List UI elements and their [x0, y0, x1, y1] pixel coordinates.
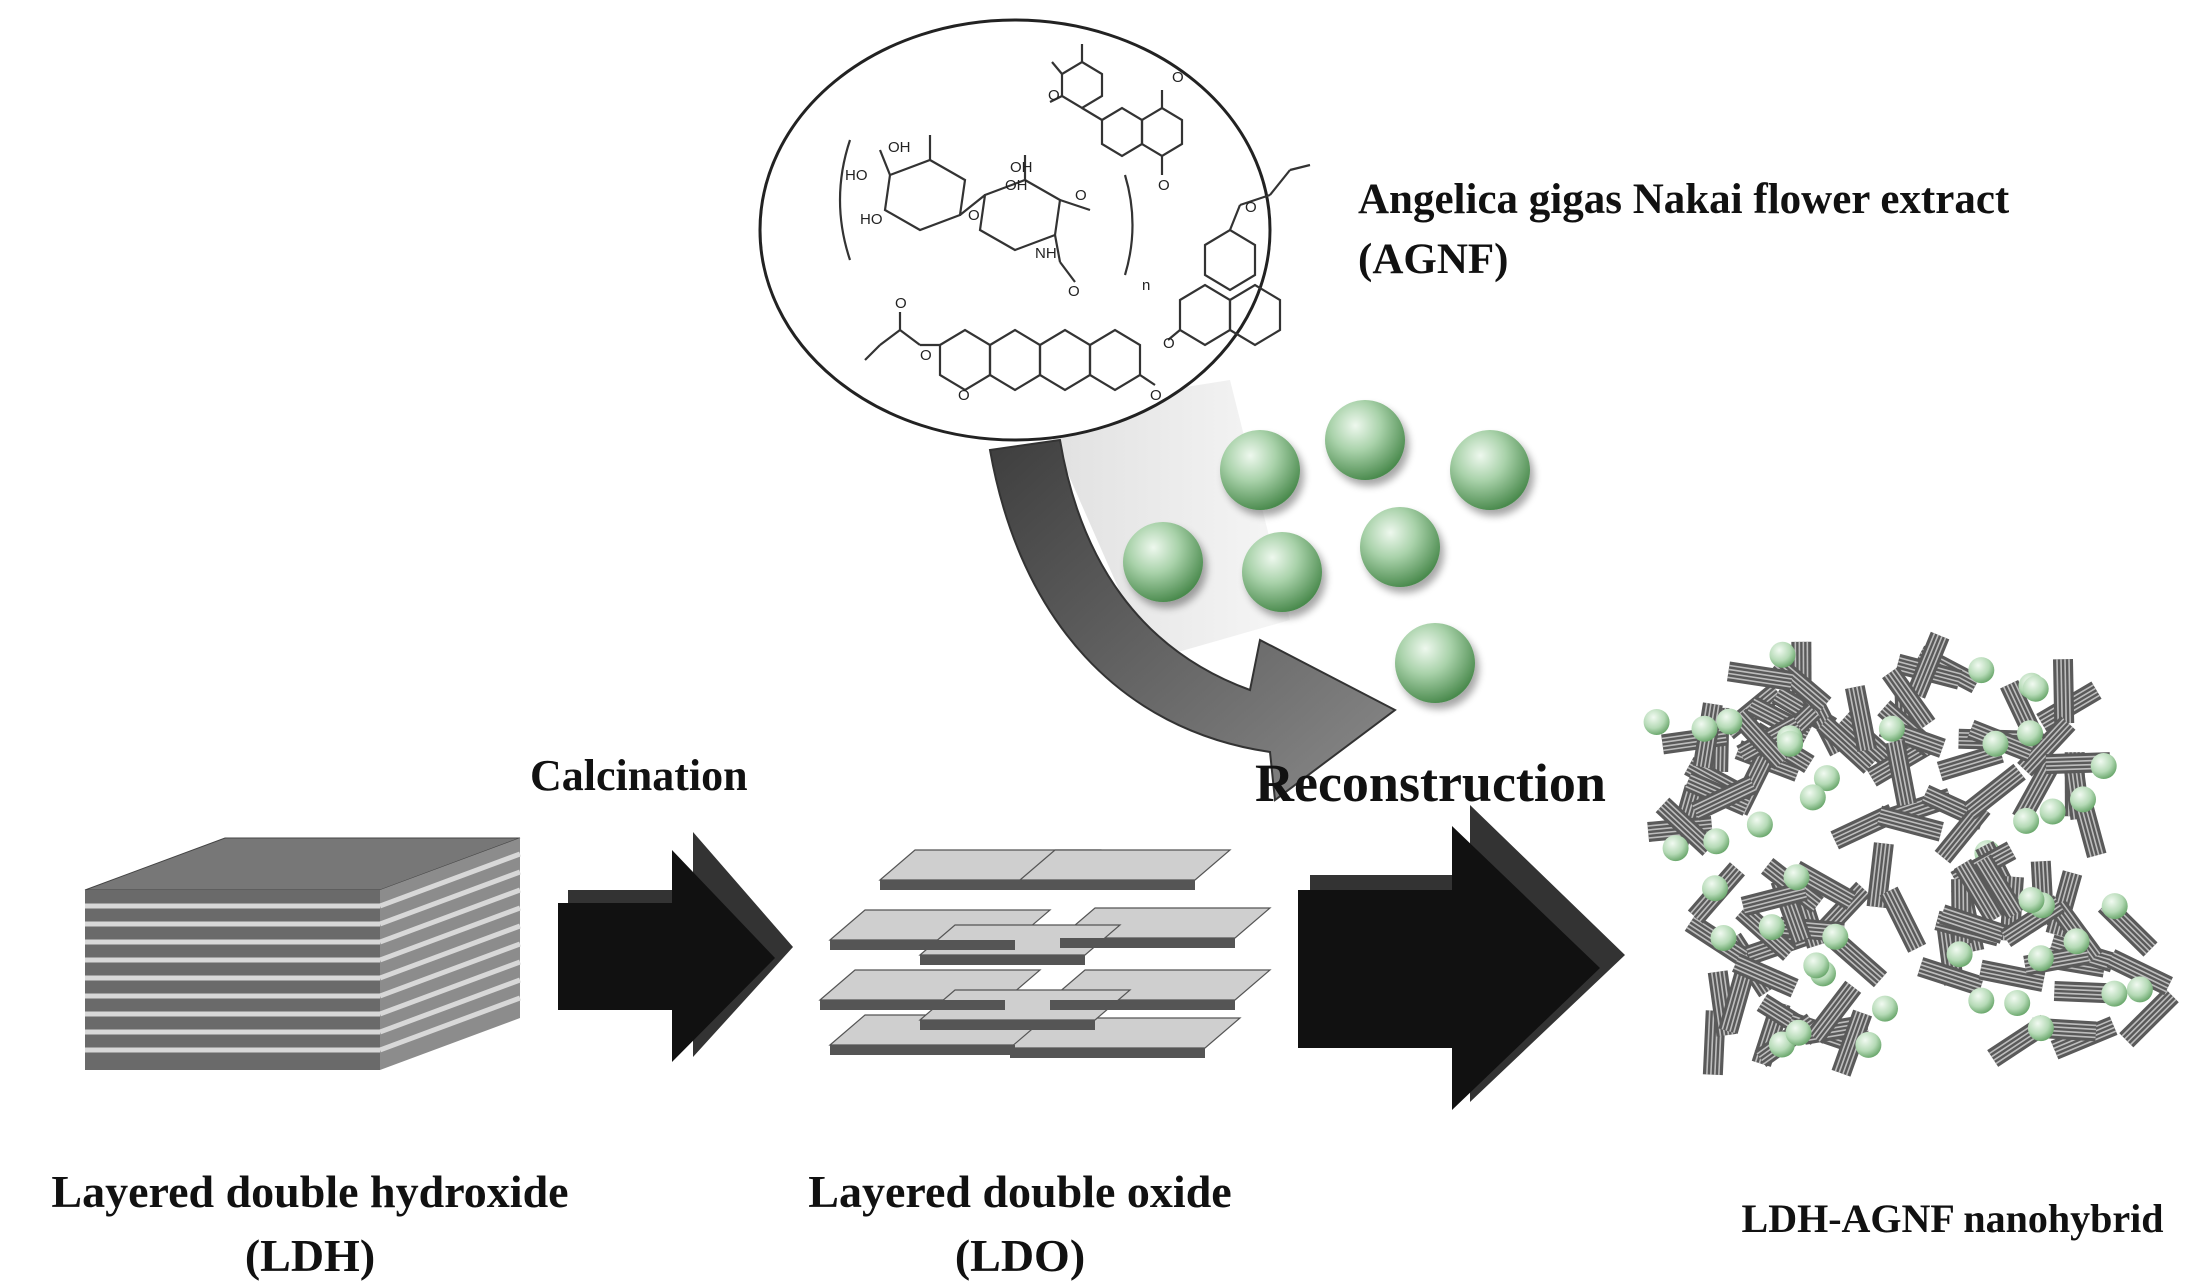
agnf-small-sphere — [2019, 887, 2045, 913]
agnf-sphere — [1450, 430, 1530, 510]
ldh-stack — [85, 838, 520, 1070]
mol-oh1: OH — [888, 139, 911, 156]
mol-ho1: HO — [845, 167, 868, 184]
agnf-small-sphere — [1968, 657, 1994, 683]
mol-o-d: O — [1245, 199, 1257, 216]
ldo-label: Layered double oxide (LDO) — [740, 1160, 1300, 1288]
agnf-small-sphere — [1644, 709, 1670, 735]
mol-o-f: O — [1150, 387, 1162, 404]
agnf-sphere — [1325, 400, 1405, 480]
agnf-label: Angelica gigas Nakai flower extract (AGN… — [1358, 170, 2009, 290]
calcination-arrow — [558, 832, 793, 1062]
mol-oh3: OH — [1005, 177, 1028, 194]
agnf-small-sphere — [1983, 731, 2009, 757]
mol-o-g: O — [920, 347, 932, 364]
agnf-small-sphere — [2004, 990, 2030, 1016]
agnf-label-line2: (AGNF) — [1358, 230, 2009, 290]
agnf-small-sphere — [1777, 731, 1803, 757]
agnf-small-sphere — [2091, 753, 2117, 779]
agnf-small-sphere — [1716, 709, 1742, 735]
mol-ho2: HO — [860, 211, 883, 228]
mol-nh: NH — [1035, 245, 1057, 262]
mol-n: n — [1142, 277, 1150, 294]
mol-o-e: O — [1163, 335, 1175, 352]
agnf-small-sphere — [1770, 642, 1796, 668]
agnf-small-sphere — [1663, 835, 1689, 861]
agnf-small-sphere — [1692, 716, 1718, 742]
agnf-label-line1: Angelica gigas Nakai flower extract — [1358, 170, 2009, 230]
agnf-sphere — [1220, 430, 1300, 510]
agnf-small-sphere — [2102, 893, 2128, 919]
mol-o-h: O — [958, 387, 970, 404]
agnf-small-sphere — [2064, 928, 2090, 954]
ldh-label-line2: (LDH) — [0, 1224, 620, 1288]
agnf-small-sphere — [2023, 676, 2049, 702]
agnf-small-sphere — [2017, 720, 2043, 746]
agnf-molecule-bubble — [760, 20, 1270, 440]
agnf-small-sphere — [2070, 786, 2096, 812]
agnf-small-sphere — [1947, 941, 1973, 967]
agnf-small-sphere — [1747, 812, 1773, 838]
calcination-label: Calcination — [530, 750, 748, 801]
agnf-small-sphere — [1803, 952, 1829, 978]
agnf-small-sphere — [2028, 945, 2054, 971]
agnf-small-sphere — [1822, 924, 1848, 950]
agnf-sphere — [1360, 507, 1440, 587]
mol-oh2: OH — [1010, 159, 1033, 176]
agnf-sphere — [1123, 522, 1203, 602]
ldo-plates — [820, 850, 1270, 1058]
agnf-small-sphere — [1786, 1020, 1812, 1046]
agnf-small-sphere — [1872, 996, 1898, 1022]
agnf-small-sphere — [2028, 1015, 2054, 1041]
platelet-stack — [2053, 659, 2074, 723]
ldh-label-line1: Layered double hydroxide — [0, 1160, 620, 1224]
ldo-label-line2: (LDO) — [740, 1224, 1300, 1288]
agnf-small-sphere — [2101, 981, 2127, 1007]
mol-o-c: O — [1158, 177, 1170, 194]
agnf-small-sphere — [1759, 914, 1785, 940]
mol-o-a: O — [1172, 69, 1184, 86]
agnf-small-sphere — [1703, 828, 1729, 854]
agnf-small-sphere — [1968, 988, 1994, 1014]
agnf-small-sphere — [2127, 976, 2153, 1002]
agnf-sphere — [1242, 532, 1322, 612]
agnf-small-sphere — [1784, 864, 1810, 890]
ldh-agnf-nanohybrid — [1644, 632, 2179, 1077]
agnf-small-sphere — [2013, 808, 2039, 834]
agnf-sphere — [1395, 623, 1475, 703]
mol-o-b: O — [1048, 87, 1060, 104]
agnf-small-sphere — [1711, 925, 1737, 951]
mol-o-ring2: O — [1068, 283, 1080, 300]
reconstruction-arrow — [1298, 805, 1625, 1110]
agnf-small-sphere — [2040, 799, 2066, 825]
agnf-small-sphere — [1702, 875, 1728, 901]
mol-o-ring1: O — [1075, 187, 1087, 204]
ldh-label: Layered double hydroxide (LDH) — [0, 1160, 620, 1288]
agnf-small-sphere — [1855, 1032, 1881, 1058]
platelet-stack — [1880, 887, 1926, 953]
agnf-small-sphere — [1879, 716, 1905, 742]
mol-o-link: O — [968, 207, 980, 224]
agnf-small-sphere — [1800, 784, 1826, 810]
mol-o-i: O — [895, 295, 907, 312]
nanohybrid-label: LDH-AGNF nanohybrid — [1700, 1195, 2205, 1242]
ldo-label-line1: Layered double oxide — [740, 1160, 1300, 1224]
reconstruction-label: Reconstruction — [1255, 752, 1606, 814]
